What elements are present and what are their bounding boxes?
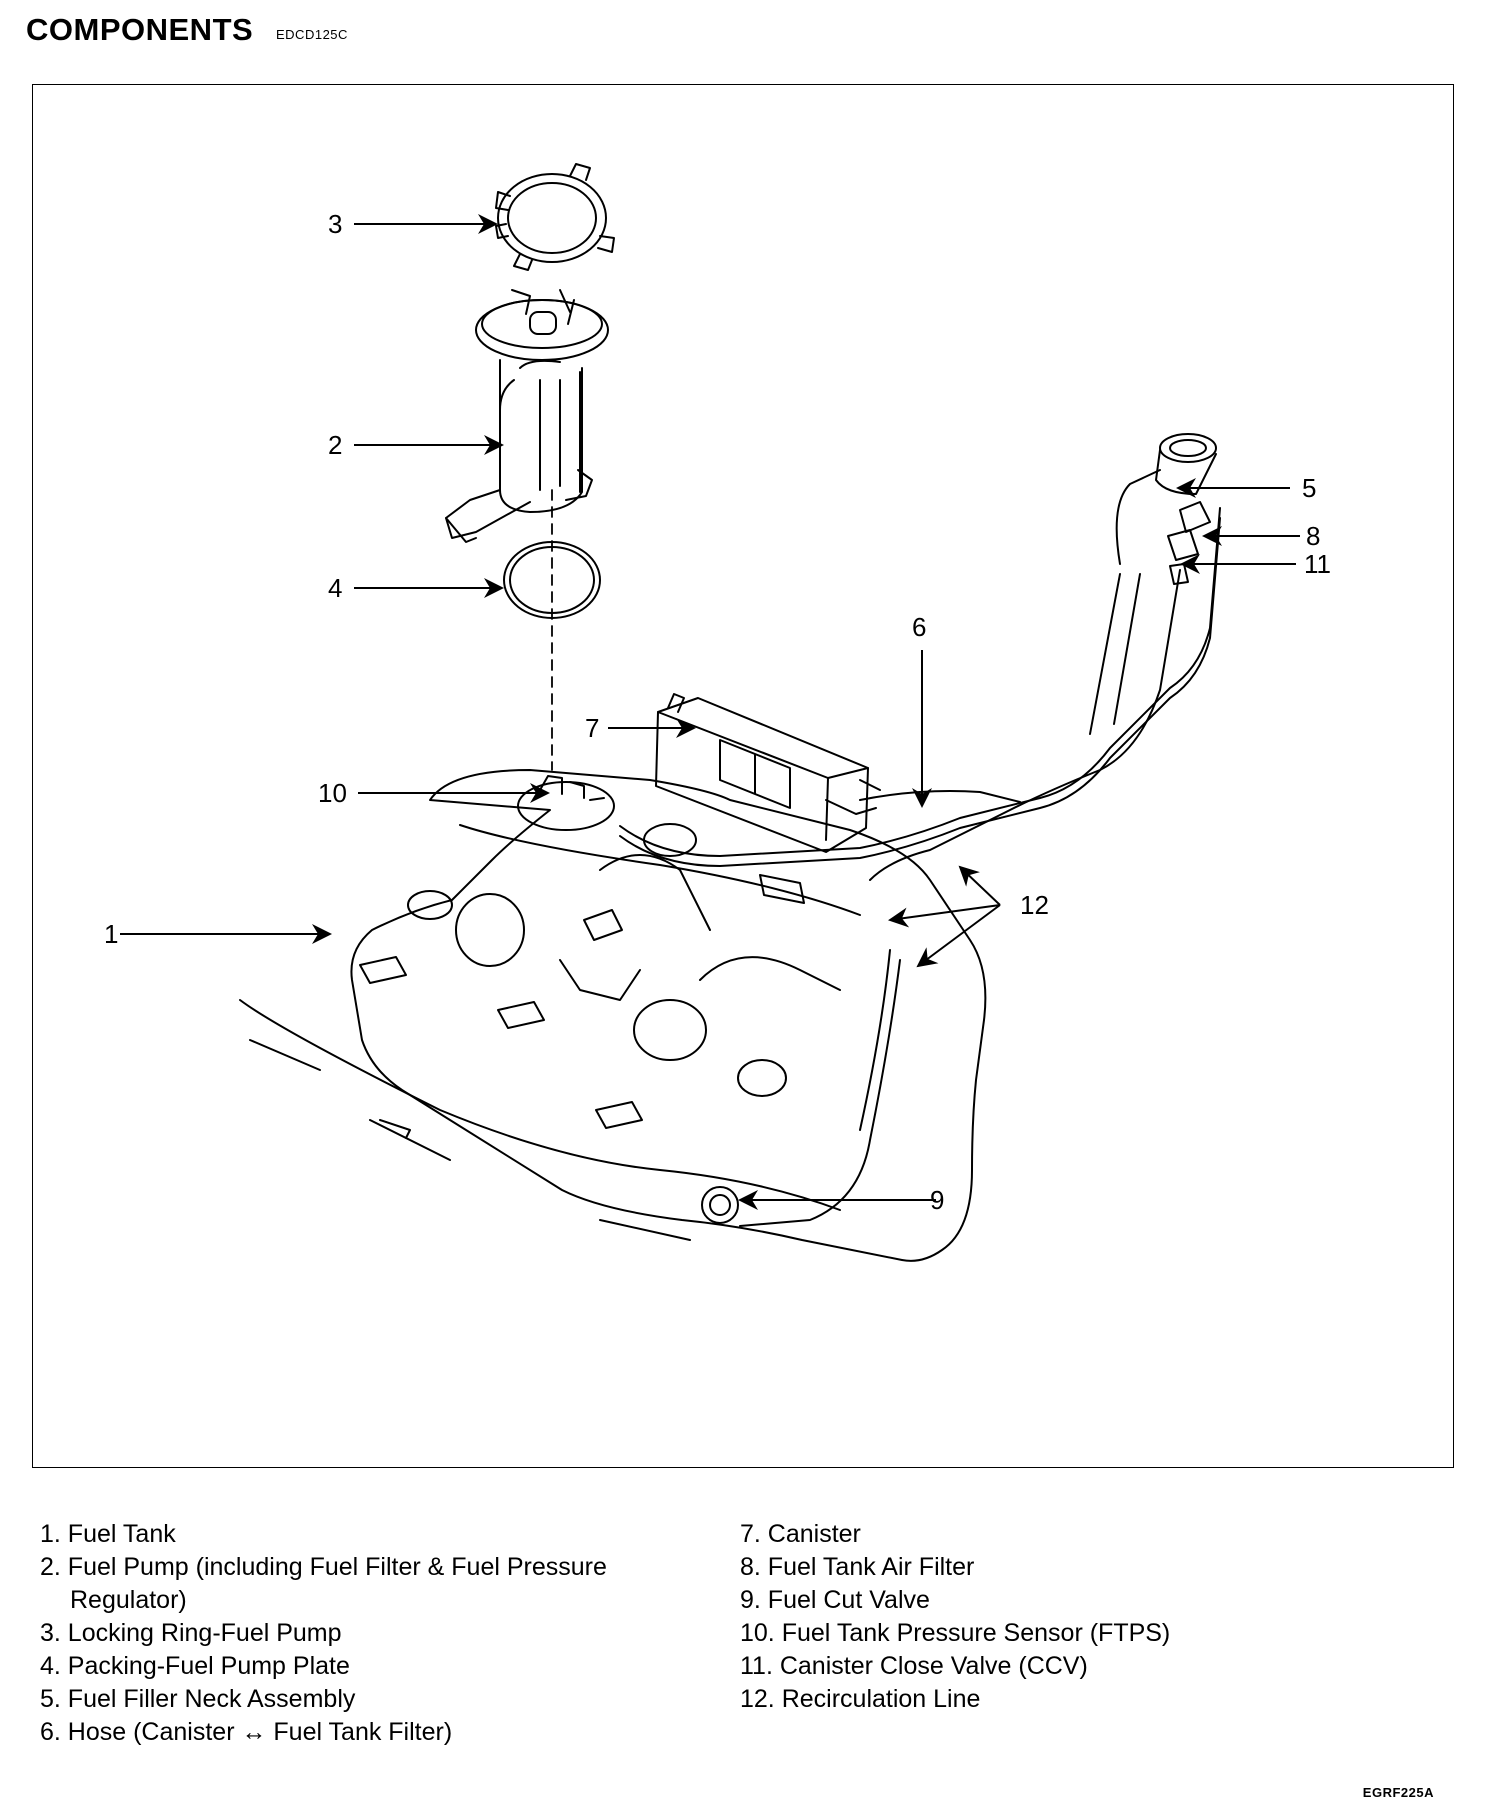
legend-item: 12. Recirculation Line: [740, 1685, 981, 1713]
legend-left: 1. Fuel Tank 2. Fuel Pump (including Fue…: [40, 1518, 680, 1749]
legend-item: 5. Fuel Filler Neck Assembly: [40, 1685, 356, 1713]
page-title: COMPONENTS: [26, 12, 254, 47]
pressure-sensor-part: [517, 775, 615, 831]
legend-item: 8. Fuel Tank Air Filter: [740, 1553, 975, 1581]
callout-5: 5: [1302, 473, 1316, 503]
callout-6: 6: [912, 612, 926, 642]
callout-1: 1: [104, 919, 118, 949]
legend-item: 10. Fuel Tank Pressure Sensor (FTPS): [740, 1619, 1171, 1647]
callout-8: 8: [1306, 521, 1320, 551]
legend-item: 4. Packing-Fuel Pump Plate: [40, 1652, 350, 1680]
canister-part: [655, 693, 881, 853]
diagram-frame: [32, 84, 1454, 1468]
legend-item: 7. Canister: [740, 1520, 861, 1548]
callout-3: 3: [328, 209, 342, 239]
legend-right: 7. Canister 8. Fuel Tank Air Filter 9. F…: [740, 1518, 1440, 1716]
callout-10: 10: [318, 778, 347, 808]
callout-2: 2: [328, 430, 342, 460]
callout-11: 11: [1304, 549, 1331, 579]
callout-7: 7: [585, 713, 599, 743]
legend-item: 1. Fuel Tank: [40, 1520, 176, 1548]
hoses-part: [619, 507, 1221, 1227]
legend-item: 6. Hose (Canister ↔ Fuel Tank Filter): [40, 1718, 453, 1746]
filler-neck-part: [1115, 433, 1217, 585]
leader-12b: [888, 904, 1001, 928]
callout-12: 12: [1020, 890, 1049, 920]
callout-9: 9: [930, 1185, 944, 1215]
legend-item: 3. Locking Ring-Fuel Pump: [40, 1619, 342, 1647]
section-code: EDCD125C: [276, 27, 348, 42]
callout-4: 4: [328, 573, 342, 603]
figure-code: EGRF225A: [1362, 1785, 1434, 1800]
legend-item: 11. Canister Close Valve (CCV): [740, 1652, 1088, 1680]
legend-item: 9. Fuel Cut Valve: [740, 1586, 930, 1614]
locking-ring-part: [495, 163, 615, 271]
legend-item: 2. Fuel Pump (including Fuel Filter & Fu…: [40, 1553, 607, 1614]
leader-12c: [916, 904, 1001, 968]
leader-12a: [958, 865, 1001, 906]
fuel-tank-part: [239, 769, 987, 1262]
fuel-pump-part: [445, 289, 609, 543]
